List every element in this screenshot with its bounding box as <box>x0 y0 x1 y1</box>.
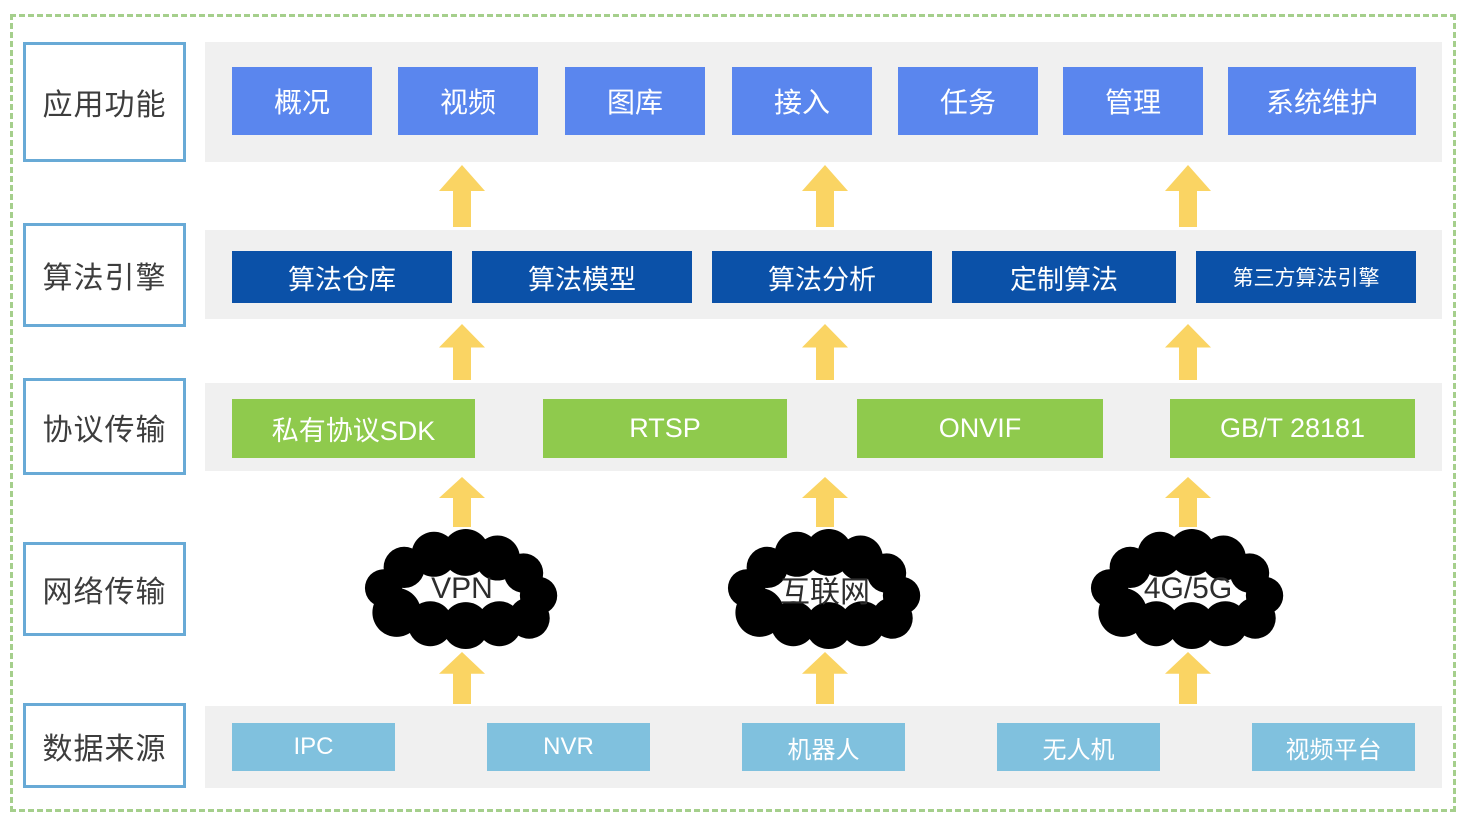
source-nvr[interactable]: NVR <box>487 723 650 771</box>
protocol-onvif[interactable]: ONVIF <box>857 399 1103 458</box>
source-drone[interactable]: 无人机 <box>997 723 1160 771</box>
up-arrow-icon <box>802 165 848 227</box>
layer-label-algorithm-engine: 算法引擎 <box>23 223 186 327</box>
engine-module-algorithm-model[interactable]: 算法模型 <box>472 251 692 303</box>
engine-module-algorithm-warehouse[interactable]: 算法仓库 <box>232 251 452 303</box>
layer-label-protocol-transport: 协议传输 <box>23 378 186 475</box>
source-video-platform[interactable]: 视频平台 <box>1252 723 1415 771</box>
layer-label-application: 应用功能 <box>23 42 186 162</box>
source-ipc[interactable]: IPC <box>232 723 395 771</box>
up-arrow-icon <box>439 324 485 380</box>
engine-module-third-party[interactable]: 第三方算法引擎 <box>1196 251 1416 303</box>
up-arrow-icon <box>802 652 848 704</box>
dashed-border <box>10 14 1456 812</box>
cloud-label-4g5g: 4G/5G <box>1143 572 1233 605</box>
up-arrow-icon <box>1165 324 1211 380</box>
protocol-rtsp[interactable]: RTSP <box>543 399 787 458</box>
layer-label-network-transport: 网络传输 <box>23 542 186 636</box>
cloud-label-internet: 互联网 <box>780 576 870 609</box>
layer-label-data-source: 数据来源 <box>23 703 186 788</box>
source-robot[interactable]: 机器人 <box>742 723 905 771</box>
up-arrow-icon <box>439 652 485 704</box>
cloud-label-vpn: VPN <box>431 572 493 605</box>
protocol-gbt28181[interactable]: GB/T 28181 <box>1170 399 1415 458</box>
up-arrow-icon <box>1165 165 1211 227</box>
app-module-overview[interactable]: 概况 <box>232 67 372 135</box>
up-arrow-icon <box>1165 477 1211 527</box>
app-module-video[interactable]: 视频 <box>398 67 538 135</box>
app-module-access[interactable]: 接入 <box>732 67 872 135</box>
up-arrow-icon <box>802 477 848 527</box>
app-module-system-maintenance[interactable]: 系统维护 <box>1228 67 1416 135</box>
network-cloud-vpn: VPN <box>350 528 574 650</box>
engine-module-algorithm-analysis[interactable]: 算法分析 <box>712 251 932 303</box>
up-arrow-icon <box>439 165 485 227</box>
app-module-management[interactable]: 管理 <box>1063 67 1203 135</box>
up-arrow-icon <box>1165 652 1211 704</box>
up-arrow-icon <box>439 477 485 527</box>
up-arrow-icon <box>802 324 848 380</box>
engine-module-custom-algorithm[interactable]: 定制算法 <box>952 251 1176 303</box>
network-cloud-4g5g: 4G/5G <box>1076 528 1300 650</box>
app-module-gallery[interactable]: 图库 <box>565 67 705 135</box>
protocol-private-sdk[interactable]: 私有协议SDK <box>232 399 475 458</box>
app-module-tasks[interactable]: 任务 <box>898 67 1038 135</box>
network-cloud-internet: 互联网 <box>713 528 937 650</box>
